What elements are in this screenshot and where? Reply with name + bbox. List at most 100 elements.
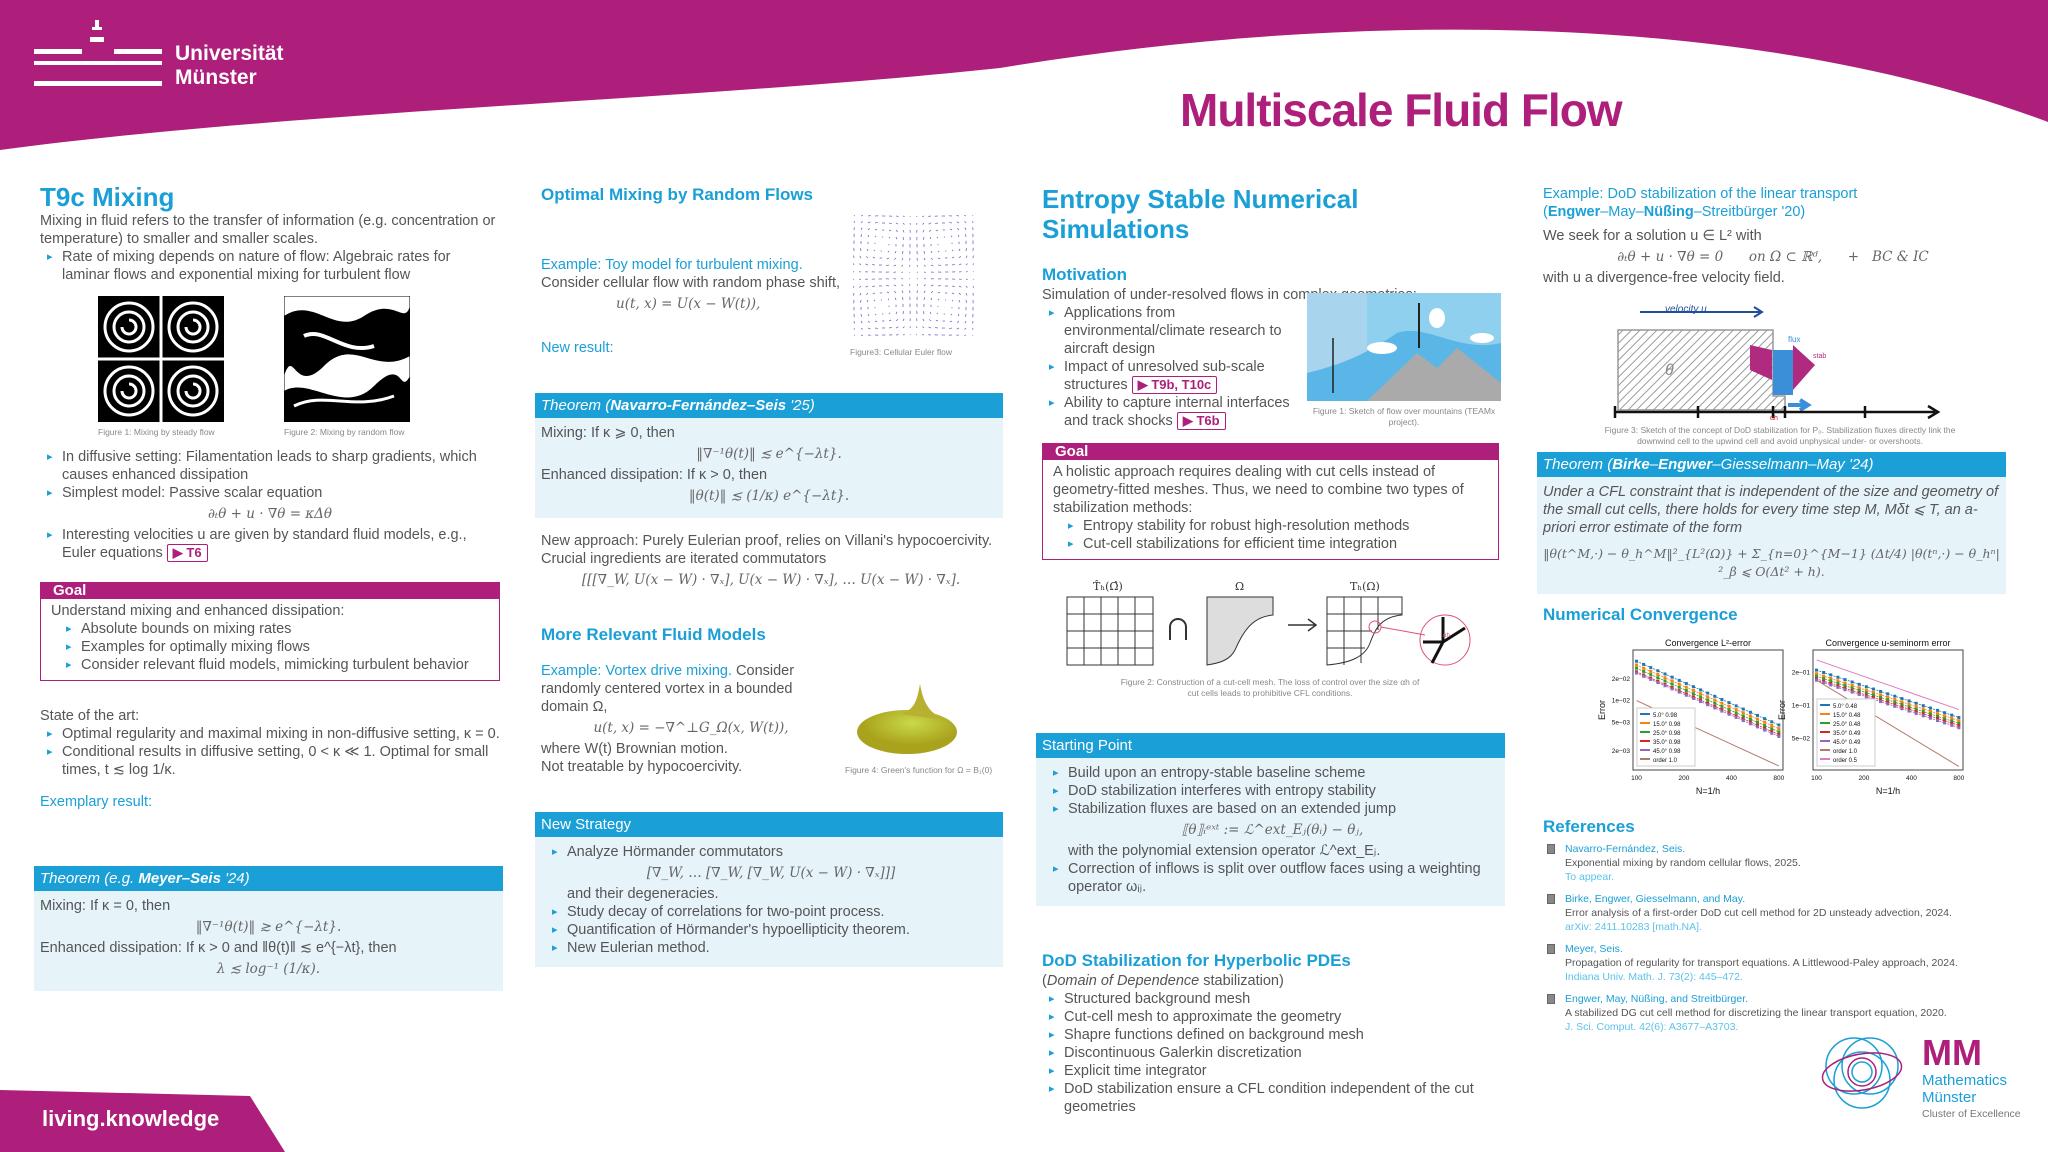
starting-point-box: Starting Point Build upon an entropy-sta…	[1036, 733, 1505, 906]
reference-venue[interactable]: arXiv: 2411.10283 [math.NA].	[1565, 921, 1702, 933]
series-marker	[1677, 682, 1681, 686]
reference-venue[interactable]: J. Sci. Comput. 42(6): A3677–A3703.	[1565, 1021, 1739, 1033]
flow-arrow	[888, 326, 892, 329]
flow-arrow	[860, 215, 863, 217]
flow-arrow	[895, 236, 898, 240]
series-marker	[1957, 726, 1961, 730]
series-marker	[1720, 707, 1724, 711]
theorem-equation: ‖θ(t)‖ ≲ (1/κ) e^{−λt}.	[688, 488, 850, 504]
flow-arrow	[916, 278, 918, 280]
mixing-figures: Figure 1: Mixing by steady flow Figure 2…	[98, 295, 500, 438]
series-marker	[1713, 698, 1717, 702]
theorem-meyer-seis: Theorem (e.g. Meyer–Seis '24) Mixing: If…	[34, 866, 503, 991]
velocity-text: with u a divergence-free velocity field.	[1543, 270, 1785, 286]
series-marker	[1893, 700, 1897, 704]
x-axis-label: N=1/h	[1696, 786, 1720, 796]
series-marker	[1943, 711, 1947, 715]
flow-arrow	[951, 249, 954, 252]
reference-title: Propagation of regularity for transport …	[1565, 957, 1958, 969]
hormander-equation: [∇_W, … [∇_W, [∇_W, U(x − W) · ∇ₓ]]]	[646, 865, 896, 881]
series-marker	[1943, 719, 1947, 723]
flow-arrow	[874, 228, 878, 231]
series-marker	[1943, 717, 1947, 721]
flow-arrow	[916, 271, 918, 273]
series-marker	[1900, 707, 1904, 711]
series-marker	[1706, 703, 1710, 707]
series-marker	[1864, 693, 1868, 697]
flow-arrow	[901, 250, 904, 254]
state-item: Conditional results in diffusive setting…	[40, 743, 500, 779]
theorem-text: Under a CFL constraint that is independe…	[1543, 484, 1999, 536]
series-marker	[1928, 709, 1932, 713]
x-tick-label: 800	[1773, 775, 1784, 782]
series-marker	[1691, 692, 1695, 696]
series-marker	[1822, 671, 1826, 675]
flow-arrow	[894, 297, 897, 301]
flow-arrow	[895, 318, 899, 322]
series-marker	[1656, 669, 1660, 673]
series-marker	[1642, 669, 1646, 673]
plot-title: Convergence L²-error	[1665, 638, 1751, 648]
flow-arrow	[958, 285, 962, 288]
reference-venue[interactable]: Indiana Univ. Math. J. 73(2): 445–472.	[1565, 971, 1743, 983]
legend-box	[1636, 707, 1696, 767]
reference-authors[interactable]: Engwer, May, Nüßing, and Streitbürger.	[1565, 993, 1749, 1005]
reference-venue[interactable]: To appear.	[1565, 871, 1615, 883]
motivation-item: Applications from environmental/climate …	[1042, 304, 1304, 358]
flow-arrow	[888, 319, 892, 322]
reference-authors[interactable]: Birke, Engwer, Giesselmann, and May.	[1565, 893, 1746, 905]
section-fluid-models: More Relevant Fluid Models Example: Vort…	[541, 624, 841, 776]
label-domain: Ω	[1235, 580, 1244, 593]
x-tick-label: 100	[1631, 775, 1642, 782]
intro-text: Mixing in fluid refers to the transfer o…	[40, 213, 496, 247]
theorem-equation: λ ≲ log⁻¹ (1/κ).	[216, 961, 321, 977]
link-tag-t6[interactable]: ▶ T6	[166, 544, 208, 562]
series-marker	[1928, 706, 1932, 710]
bullet-item: Interesting velocities u are given by st…	[40, 526, 500, 562]
series-marker	[1748, 717, 1752, 721]
mm-logo-line: Mathematics	[1922, 1072, 2008, 1089]
flow-arrow	[894, 250, 897, 254]
mm-logo	[1812, 1022, 1912, 1127]
flow-arrow	[964, 327, 967, 330]
strategy-item: Quantification of Hörmander's hypoellipt…	[545, 921, 997, 939]
flow-arrow	[874, 313, 877, 316]
series-marker	[1871, 690, 1875, 694]
series-marker	[1748, 714, 1752, 718]
series-marker	[1777, 734, 1781, 738]
series-marker	[1713, 704, 1717, 708]
mm-logo-mark: MM	[1922, 1032, 1982, 1073]
legend-entry: 35.0° 0.49	[1833, 731, 1861, 737]
reference-authors[interactable]: Meyer, Seis.	[1565, 943, 1623, 955]
flow-arrow	[916, 284, 918, 287]
series-marker	[1836, 685, 1840, 689]
document-icon	[1547, 844, 1555, 854]
flow-arrow	[935, 319, 939, 322]
legend-entry: order 1.0	[1653, 758, 1678, 764]
flow-arrow	[930, 291, 933, 294]
x-axis-label: N=1/h	[1876, 786, 1900, 796]
series-marker	[1727, 704, 1731, 708]
series-marker	[1957, 721, 1961, 725]
series-marker	[1734, 714, 1738, 718]
flow-arrow	[865, 263, 869, 266]
reference-title: Exponential mixing by random cellular fl…	[1565, 857, 1801, 869]
reference-authors[interactable]: Navarro-Fernández, Seis.	[1565, 843, 1686, 855]
flow-arrow	[902, 297, 904, 301]
link-tag-t9b-t10c[interactable]: ▶ T9b, T10c	[1131, 376, 1218, 394]
flow-arrow	[859, 278, 862, 280]
flow-arrow	[951, 256, 955, 259]
theorem-line: Enhanced dissipation: If κ > 0 and ‖θ(t)…	[40, 940, 397, 956]
goal-box-entropy: Goal A holistic approach requires dealin…	[1042, 443, 1499, 560]
series-marker	[1763, 717, 1767, 721]
link-tag-t6b[interactable]: ▶ T6b	[1176, 412, 1226, 430]
series-marker	[1699, 688, 1703, 692]
series-marker	[1684, 682, 1688, 686]
series-marker	[1843, 681, 1847, 685]
flow-arrow	[860, 313, 863, 317]
flow-arrow	[872, 264, 876, 266]
flow-arrow	[859, 263, 862, 266]
flow-arrow	[928, 319, 932, 322]
flow-arrow	[866, 292, 869, 295]
strategy-text: and their degeneracies.	[567, 886, 719, 902]
